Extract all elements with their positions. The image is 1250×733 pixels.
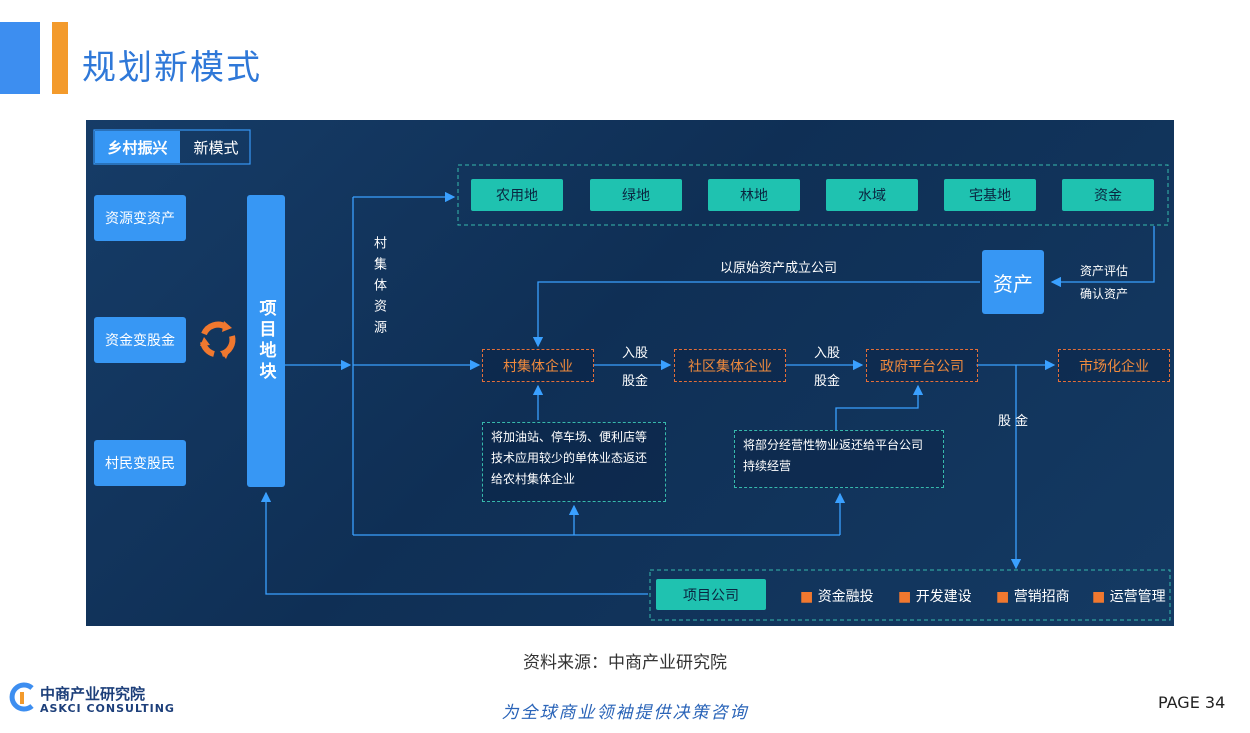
function-marketing: ■ 营销招商 xyxy=(996,586,1070,606)
page-title: 规划新模式 xyxy=(82,40,262,89)
resource-homestead: 宅基地 xyxy=(944,179,1036,211)
chain-gov-platform: 政府平台公司 xyxy=(866,349,978,382)
cycle-icon xyxy=(200,321,232,359)
note-left-line2: 技术应用较少的单体业态返还 xyxy=(491,448,657,469)
label-in-share-1: 入股 xyxy=(622,342,648,361)
note-left-line3: 给农村集体企业 xyxy=(491,469,657,490)
source-note: 资料来源：中商产业研究院 xyxy=(0,648,1250,673)
diagram-panel: 乡村振兴 新模式 资源变资产 资金变股金 村民变股民 项目地块 村集体资源 农用… xyxy=(86,120,1174,626)
resource-farmland: 农用地 xyxy=(471,179,563,211)
header-accent-blue xyxy=(0,22,40,94)
chain-community-enterprise: 社区集体企业 xyxy=(674,349,786,382)
page-number: PAGE 34 xyxy=(1158,693,1225,712)
label-share-fund-2: 股金 xyxy=(814,370,840,389)
label-share-fund-vertical: 股 金 xyxy=(998,410,1028,429)
village-resource-label: 村集体资源 xyxy=(372,236,388,341)
asset-box: 资产 xyxy=(982,250,1044,314)
note-left: 将加油站、停车场、便利店等 技术应用较少的单体业态返还 给农村集体企业 xyxy=(482,422,666,502)
resource-forest: 林地 xyxy=(708,179,800,211)
asset-note-evaluate: 资产评估 xyxy=(1080,262,1128,279)
function-development: ■ 开发建设 xyxy=(898,586,972,606)
left-item-capital: 资金变股金 xyxy=(94,317,186,363)
tab-rural-revitalization: 乡村振兴 xyxy=(95,131,180,163)
note-right-line1: 将部分经营性物业返还给平台公司 xyxy=(743,435,935,456)
bullet-icon: ■ xyxy=(800,589,813,605)
header-accent-orange xyxy=(52,22,68,94)
tab-new-model: 新模式 xyxy=(182,131,250,163)
resource-water: 水域 xyxy=(826,179,918,211)
slogan: 为全球商业领袖提供决策咨询 xyxy=(0,698,1250,723)
note-right-line2: 持续经营 xyxy=(743,456,935,477)
project-company: 项目公司 xyxy=(656,579,766,610)
bullet-icon: ■ xyxy=(996,589,1009,605)
chain-village-enterprise: 村集体企业 xyxy=(482,349,594,382)
resource-capital: 资金 xyxy=(1062,179,1154,211)
note-right: 将部分经营性物业返还给平台公司 持续经营 xyxy=(734,430,944,488)
function-operations: ■ 运营管理 xyxy=(1092,586,1166,606)
bullet-icon: ■ xyxy=(898,589,911,605)
establish-company-label: 以原始资产成立公司 xyxy=(720,257,837,276)
chain-market-enterprise: 市场化企业 xyxy=(1058,349,1170,382)
left-item-resource: 资源变资产 xyxy=(94,195,186,241)
note-left-line1: 将加油站、停车场、便利店等 xyxy=(491,427,657,448)
function-financing: ■ 资金融投 xyxy=(800,586,874,606)
bullet-icon: ■ xyxy=(1092,589,1105,605)
label-share-fund-1: 股金 xyxy=(622,370,648,389)
project-block: 项目地块 xyxy=(247,195,285,487)
left-item-villager: 村民变股民 xyxy=(94,440,186,486)
asset-note-confirm: 确认资产 xyxy=(1080,285,1128,302)
label-in-share-2: 入股 xyxy=(814,342,840,361)
resource-greenland: 绿地 xyxy=(590,179,682,211)
